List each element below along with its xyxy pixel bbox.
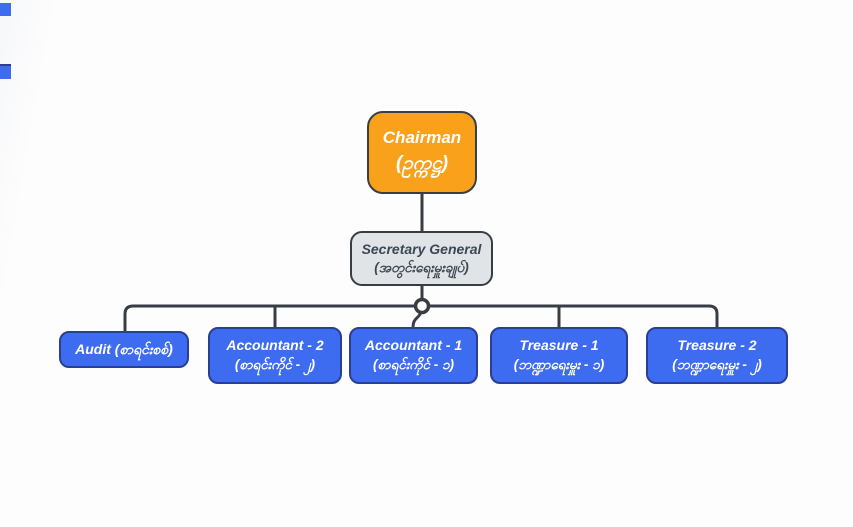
node-subtitle: (အတွင်းရေးမှူးချုပ်) <box>374 259 469 275</box>
edge-drop-accountant1 <box>411 311 423 329</box>
node-title: Accountant - 1 <box>364 336 463 353</box>
node-subtitle: (ဘဏ္ဍာရေးမှူး - ၂) <box>672 356 762 372</box>
node-subtitle: (ဥက္ကဋ္ဌ) <box>395 152 449 174</box>
node-title: Secretary General <box>361 240 482 257</box>
node-title: Treasure - 2 <box>677 336 757 353</box>
node-title: Accountant - 2 <box>226 336 324 353</box>
org-node-secretary-general[interactable]: Secretary General (အတွင်းရေးမှူးချုပ်) <box>350 231 493 286</box>
node-title: Chairman <box>382 127 462 147</box>
org-node-accountant-2[interactable]: Accountant - 2 (စာရင်းကိုင် - ၂) <box>208 327 342 384</box>
org-node-treasure-1[interactable]: Treasure - 1 (ဘဏ္ဍာရေးမှူး - ၁) <box>490 327 628 384</box>
org-node-chairman[interactable]: Chairman (ဥက္ကဋ္ဌ) <box>367 111 477 194</box>
junction-circle-icon <box>413 297 431 315</box>
org-node-accountant-1[interactable]: Accountant - 1 (စာရင်းကိုင် - ၁) <box>349 327 478 384</box>
left-edge-blue-marker-top <box>0 3 11 16</box>
node-subtitle: (ဘဏ္ဍာရေးမှူး - ၁) <box>513 356 605 372</box>
left-edge-blue-marker-lower <box>0 64 11 79</box>
org-node-treasure-2[interactable]: Treasure - 2 (ဘဏ္ဍာရေးမှူး - ၂) <box>646 327 788 384</box>
node-title: Treasure - 1 <box>519 336 599 353</box>
org-node-audit[interactable]: Audit (စာရင်းစစ်) <box>59 331 189 368</box>
node-subtitle: (စာရင်းကိုင် - ၂) <box>234 356 316 372</box>
node-subtitle: (စာရင်းကိုင် - ၁) <box>372 356 455 372</box>
node-title: Audit (စာရင်းစစ်) <box>75 341 173 358</box>
